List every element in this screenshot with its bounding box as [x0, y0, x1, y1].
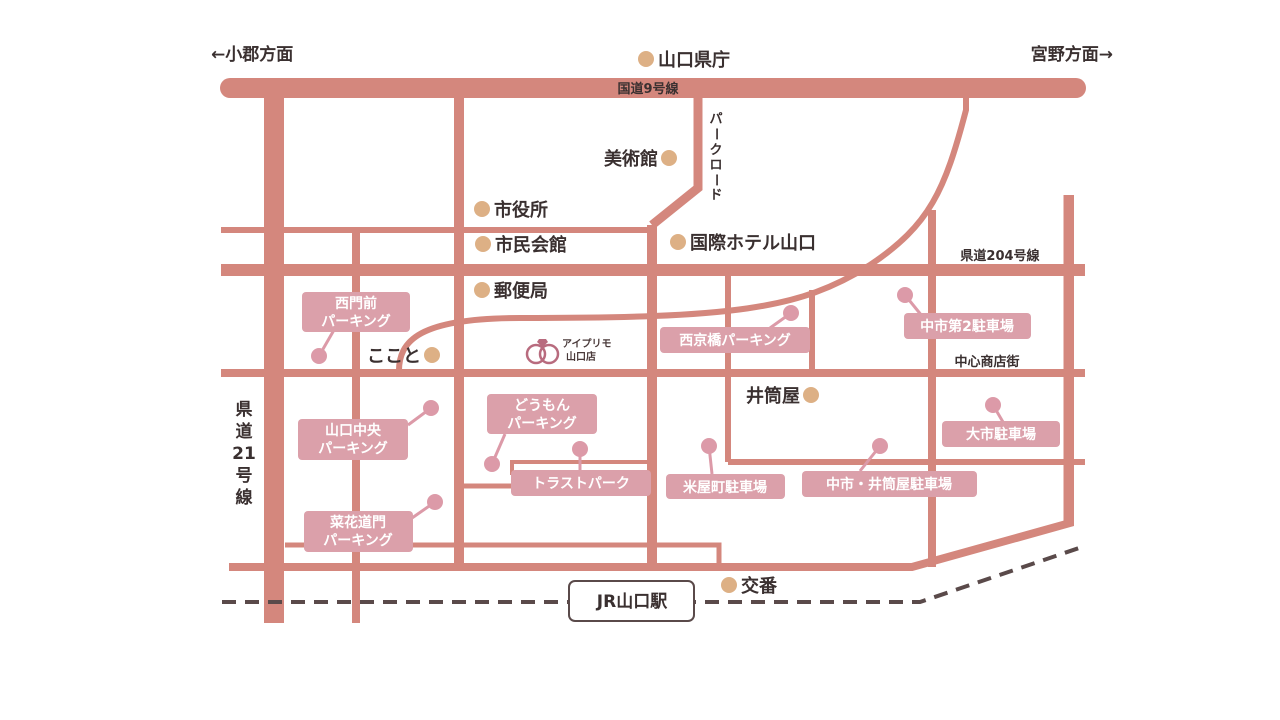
prefectural-21-label: 県 道 21 号 線 — [232, 400, 256, 508]
svg-text:ク: ク — [709, 143, 722, 158]
landmark-hotel: 国際ホテル山口 — [670, 232, 816, 254]
svg-text:号: 号 — [236, 466, 253, 486]
prefectural-204-label: 県道204号線 — [960, 248, 1040, 264]
svg-text:山口県庁: 山口県庁 — [658, 49, 730, 71]
parking-nishikyobashi[interactable]: 西京橋パーキング — [660, 305, 810, 353]
parking-nishimonzen[interactable]: 西門前 パーキング — [302, 292, 410, 364]
curved-road — [395, 98, 969, 374]
direction-east: 宮野方面→ — [1031, 44, 1113, 65]
parking-pin-icon — [423, 400, 439, 416]
jr-railway — [222, 545, 1083, 604]
landmark-prefectural-office: 山口県庁 — [638, 49, 730, 71]
svg-text:パーキング: パーキング — [323, 532, 393, 549]
jr-yamaguchi-station: JR山口駅 — [568, 580, 695, 622]
parking-trust-park[interactable]: トラストパーク — [511, 441, 651, 496]
direction-west: ←小郡方面 — [211, 44, 293, 65]
svg-text:ここと: ここと — [367, 346, 421, 367]
svg-text:ー: ー — [708, 173, 723, 186]
parking-nakaichi-izutsuya[interactable]: 中市・井筒屋駐車場 — [802, 438, 977, 497]
road-lower-branch — [285, 542, 722, 567]
svg-text:県: 県 — [236, 400, 253, 420]
station-label: JR山口駅 — [596, 592, 668, 612]
landmark-police-box: 交番 — [721, 575, 778, 597]
national-route-9-label: 国道9号線 — [617, 81, 679, 97]
landmark-civic-hall: 市民会館 — [475, 234, 567, 256]
landmark-izutsuya: 井筒屋 — [746, 385, 819, 407]
svg-text:トラストパーク: トラストパーク — [532, 476, 630, 492]
parking-pin-icon — [484, 456, 500, 472]
shopping-street-label: 中心商店街 — [954, 354, 1019, 370]
svg-text:中市・井筒屋駐車場: 中市・井筒屋駐車場 — [826, 476, 952, 493]
shop-branch: 山口店 — [566, 350, 596, 363]
svg-text:山口中央: 山口中央 — [325, 422, 382, 439]
svg-text:郵便局: 郵便局 — [494, 280, 548, 302]
svg-text:市役所: 市役所 — [494, 199, 548, 221]
park-road-label: パ ー ク ロ ー ド — [708, 112, 723, 203]
svg-text:市民会館: 市民会館 — [495, 234, 567, 256]
aiprimo-shop-marker[interactable]: アイプリモ 山口店 — [525, 337, 612, 365]
svg-text:パーキング: パーキング — [318, 440, 388, 457]
parking-pin-icon — [701, 438, 717, 454]
svg-text:パーキング: パーキング — [321, 313, 391, 330]
parking-pin-icon — [572, 441, 588, 457]
svg-text:道: 道 — [236, 421, 253, 442]
parking-pin-icon — [427, 494, 443, 510]
parkings: 西門前 パーキング 西京橋パーキング 中市第2駐車場 山口中央 パーキング — [298, 287, 1060, 552]
svg-text:パーキング: パーキング — [507, 415, 577, 432]
svg-text:ロ: ロ — [709, 158, 722, 173]
road-trust-park — [510, 460, 655, 475]
landmark-art-museum: 美術館 — [604, 148, 677, 170]
parking-doumon[interactable]: どうもん パーキング — [484, 394, 597, 472]
svg-text:国際ホテル山口: 国際ホテル山口 — [690, 232, 816, 254]
svg-text:米屋町駐車場: 米屋町駐車場 — [683, 479, 767, 496]
svg-text:西門前: 西門前 — [335, 295, 377, 312]
parking-yamaguchi-chuo[interactable]: 山口中央 パーキング — [298, 400, 439, 460]
park-road — [649, 98, 703, 229]
ring-logo-icon — [525, 339, 560, 365]
svg-text:ー: ー — [708, 127, 723, 140]
svg-text:ド: ド — [709, 188, 722, 203]
parking-nakaichi-2[interactable]: 中市第2駐車場 — [897, 287, 1031, 339]
svg-text:交番: 交番 — [741, 575, 778, 597]
landmark-post-office: 郵便局 — [474, 280, 548, 302]
svg-text:菜花道門: 菜花道門 — [329, 514, 386, 531]
svg-text:中市第2駐車場: 中市第2駐車場 — [920, 318, 1014, 335]
svg-text:パ: パ — [709, 112, 722, 127]
parking-pin-icon — [311, 348, 327, 364]
svg-text:線: 線 — [236, 487, 253, 508]
svg-text:21: 21 — [232, 444, 256, 464]
parking-pin-icon — [985, 397, 1001, 413]
parking-pin-icon — [783, 305, 799, 321]
svg-text:井筒屋: 井筒屋 — [746, 385, 800, 407]
parking-komeyamachi[interactable]: 米屋町駐車場 — [666, 438, 785, 499]
shop-name: アイプリモ — [562, 337, 612, 350]
landmark-city-hall: 市役所 — [474, 199, 548, 221]
landmarks: 山口県庁 美術館 市役所 市民会館 国際ホテル山口 郵便局 ここと 井筒屋 — [367, 49, 819, 597]
svg-text:どうもん: どうもん — [514, 398, 570, 414]
parking-oichi[interactable]: 大市駐車場 — [942, 397, 1060, 447]
svg-text:西京橋パーキング: 西京橋パーキング — [679, 332, 791, 349]
parking-pin-icon — [872, 438, 888, 454]
parking-pin-icon — [897, 287, 913, 303]
parking-nanohana[interactable]: 菜花道門 パーキング — [304, 494, 443, 552]
landmark-kokoto: ここと — [367, 346, 440, 367]
svg-text:美術館: 美術館 — [604, 148, 658, 170]
svg-text:大市駐車場: 大市駐車場 — [966, 426, 1036, 443]
